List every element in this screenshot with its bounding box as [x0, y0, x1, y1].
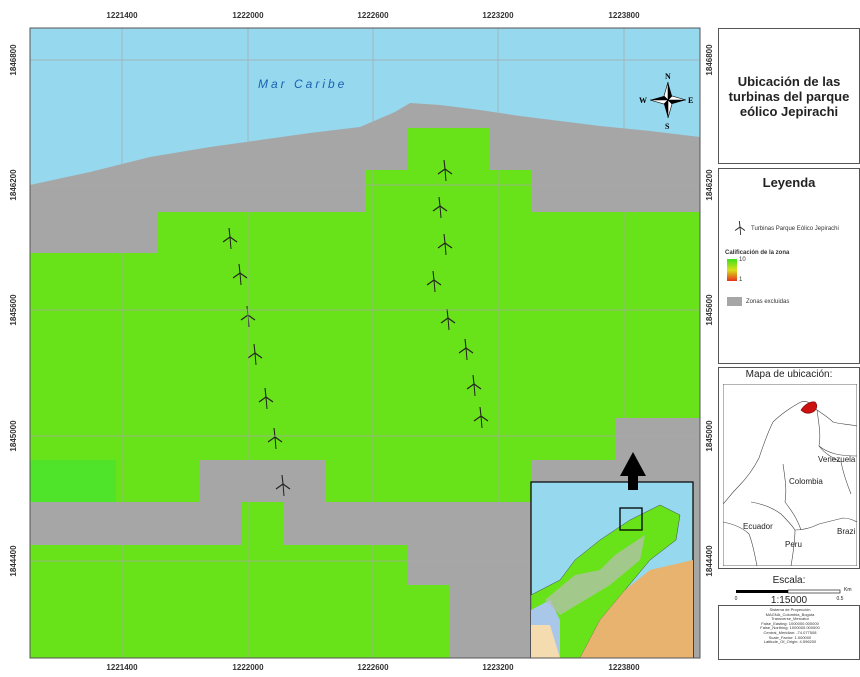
excluded-zone-swatch — [727, 297, 742, 306]
legend-panel: Leyenda Turbinas Parque Eólico Jepirachi… — [718, 168, 860, 364]
suitable-zone — [30, 128, 700, 658]
inset-focus-box — [619, 507, 643, 531]
compass-w: W — [639, 96, 647, 105]
svg-text:1845000: 1845000 — [705, 420, 714, 452]
svg-text:1222600: 1222600 — [357, 663, 389, 672]
svg-text:1845000: 1845000 — [9, 420, 18, 452]
projection-line: MAGNA_Colombia_Bogota — [765, 611, 815, 617]
legend-rating-min: 1 — [739, 277, 743, 283]
projection-line: Sistema de Proyección — [769, 607, 811, 612]
svg-text:1223800: 1223800 — [608, 11, 640, 20]
legend-excluded-label: Zonas excluidas — [746, 299, 790, 305]
inset-map — [530, 452, 694, 658]
legend-rating-title: Calificación de la zona — [725, 250, 790, 256]
projection-text: Sistema de Proyección MAGNA_Colombia_Bog… — [723, 607, 857, 645]
label-brazil: Brazi — [837, 527, 855, 536]
top-tick-labels: 1221400 1222000 1222600 1223200 1223800 — [106, 11, 640, 20]
scale-label-half: 0.5 — [837, 596, 844, 602]
svg-text:1845600: 1845600 — [705, 294, 714, 326]
projection-line: Central_Meridian: -74.077508 — [763, 629, 817, 635]
projection-line: Transverse_Mercator — [771, 616, 809, 622]
projection-panel: Sistema de Proyección MAGNA_Colombia_Bog… — [718, 605, 860, 660]
legend-rating-max: 10 — [739, 257, 746, 263]
scale-bar: 0 0.5 Km — [735, 587, 852, 602]
legend-title: Leyenda — [762, 175, 816, 190]
svg-text:1221400: 1221400 — [106, 663, 138, 672]
scale-ratio: 1:15000 — [770, 595, 808, 606]
scale-panel: Escala: — [718, 573, 860, 603]
left-tick-labels: 1846800 1846200 1845600 1845000 1844400 — [9, 44, 18, 577]
scale-title: Escala: — [772, 575, 806, 586]
bottom-tick-labels: 1221400 1222000 1222600 1223200 1223800 — [106, 663, 640, 672]
map-title: Ubicación de las turbinas del parque eól… — [728, 73, 850, 119]
location-map-panel: Mapa de ubicación: Venezuela Colombia Ec… — [718, 367, 860, 569]
compass-rose: N S E W — [639, 72, 693, 131]
svg-text:1844400: 1844400 — [9, 545, 18, 577]
svg-text:1222000: 1222000 — [232, 11, 264, 20]
svg-text:1846800: 1846800 — [705, 44, 714, 76]
svg-text:1223800: 1223800 — [608, 663, 640, 672]
scale-unit: Km — [844, 587, 852, 593]
svg-text:1844400: 1844400 — [705, 545, 714, 577]
rating-color-ramp — [727, 259, 737, 281]
map-title-panel: Ubicación de las turbinas del parque eól… — [718, 28, 860, 164]
svg-text:1846800: 1846800 — [9, 44, 18, 76]
label-colombia: Colombia — [789, 477, 823, 486]
turbine-legend-icon — [734, 221, 746, 235]
label-venezuela: Venezuela — [818, 455, 856, 464]
location-map-title: Mapa de ubicación: — [745, 369, 833, 380]
svg-text:1221400: 1221400 — [106, 11, 138, 20]
compass-e: E — [688, 96, 693, 105]
svg-text:1846200: 1846200 — [705, 169, 714, 201]
compass-n: N — [665, 72, 671, 81]
location-map-image: Venezuela Colombia Ecuador Peru Brazi — [723, 384, 857, 566]
scale-label-zero: 0 — [735, 596, 738, 602]
right-tick-labels: 1846800 1846200 1845600 1845000 1844400 — [705, 44, 714, 577]
projection-line: False_Northing: 1000000.000000 — [760, 625, 820, 631]
projection-line: False_Easting: 1000000.000000 — [761, 620, 819, 626]
label-ecuador: Ecuador — [743, 522, 773, 531]
sea-label: Mar Caribe — [258, 77, 347, 91]
projection-line: Scale_Factor: 1.000000 — [768, 634, 812, 640]
svg-text:1223200: 1223200 — [482, 11, 514, 20]
legend-turbines-label: Turbinas Parque Eólico Jepirachi — [751, 226, 839, 232]
svg-text:1222000: 1222000 — [232, 663, 264, 672]
svg-text:1223200: 1223200 — [482, 663, 514, 672]
compass-s: S — [665, 122, 670, 131]
svg-text:1846200: 1846200 — [9, 169, 18, 201]
study-region-highlight — [800, 401, 818, 414]
projection-line: Latitude_Of_Origin: 4.596200 — [763, 639, 817, 645]
label-peru: Peru — [785, 540, 802, 549]
svg-text:1222600: 1222600 — [357, 11, 389, 20]
main-map: Mar Caribe N S E W — [30, 28, 700, 658]
svg-text:1845600: 1845600 — [9, 294, 18, 326]
bright-zone-patch — [30, 460, 116, 502]
